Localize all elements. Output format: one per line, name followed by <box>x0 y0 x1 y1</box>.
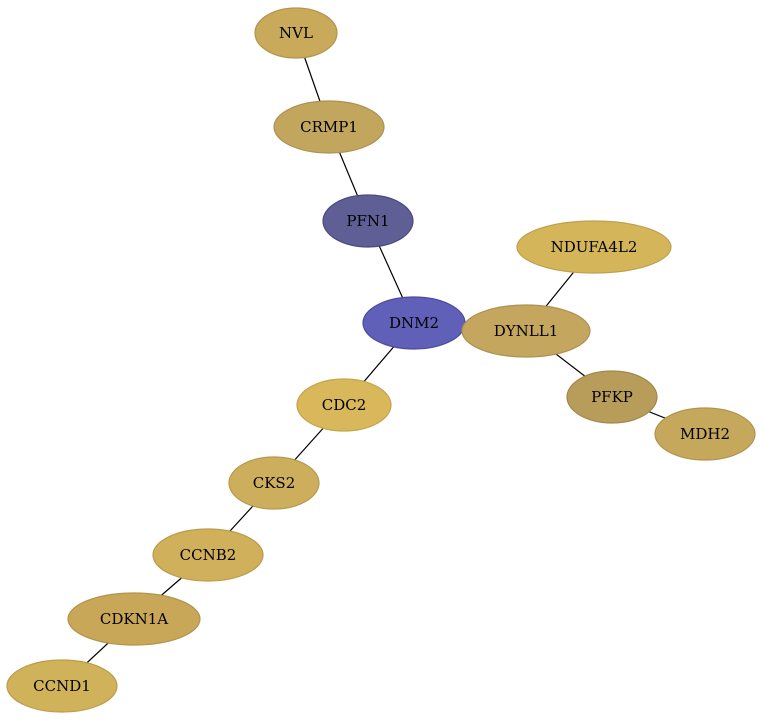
node-ellipse-pfkp[interactable] <box>566 370 658 424</box>
node-pfn1[interactable]: PFN1 <box>322 194 414 248</box>
node-ellipse-crmp1[interactable] <box>273 100 385 154</box>
node-nvl[interactable]: NVL <box>254 7 338 59</box>
node-label-nvl: NVL <box>279 24 313 42</box>
node-ellipse-cdkn1a[interactable] <box>67 592 201 646</box>
node-pfkp[interactable]: PFKP <box>566 370 658 424</box>
node-ccnd1[interactable]: CCND1 <box>6 659 118 713</box>
node-cdc2[interactable]: CDC2 <box>296 378 392 432</box>
node-label-dynll1: DYNLL1 <box>494 322 559 340</box>
node-dnm2[interactable]: DNM2 <box>362 296 466 350</box>
node-ellipse-ccnd1[interactable] <box>6 659 118 713</box>
node-ccnb2[interactable]: CCNB2 <box>152 528 264 582</box>
node-cdkn1a[interactable]: CDKN1A <box>67 592 201 646</box>
node-label-cdkn1a: CDKN1A <box>100 610 168 628</box>
node-label-ndufa4l2: NDUFA4L2 <box>551 238 638 256</box>
node-ellipse-pfn1[interactable] <box>322 194 414 248</box>
node-cks2[interactable]: CKS2 <box>228 456 320 510</box>
node-label-ccnb2: CCNB2 <box>180 546 237 564</box>
node-ellipse-dynll1[interactable] <box>461 304 591 358</box>
node-label-mdh2: MDH2 <box>680 425 730 443</box>
node-mdh2[interactable]: MDH2 <box>654 407 756 461</box>
node-ellipse-mdh2[interactable] <box>654 407 756 461</box>
node-ellipse-ccnb2[interactable] <box>152 528 264 582</box>
node-label-ccnd1: CCND1 <box>33 677 91 695</box>
node-crmp1[interactable]: CRMP1 <box>273 100 385 154</box>
node-label-dnm2: DNM2 <box>389 314 439 332</box>
node-label-pfkp: PFKP <box>591 388 633 406</box>
node-label-crmp1: CRMP1 <box>300 118 358 136</box>
node-ellipse-ndufa4l2[interactable] <box>516 220 672 274</box>
node-label-cdc2: CDC2 <box>322 396 367 414</box>
node-label-cks2: CKS2 <box>253 474 296 492</box>
node-ellipse-nvl[interactable] <box>254 7 338 59</box>
node-ellipse-cks2[interactable] <box>228 456 320 510</box>
node-ellipse-cdc2[interactable] <box>296 378 392 432</box>
node-label-pfn1: PFN1 <box>346 212 389 230</box>
node-ndufa4l2[interactable]: NDUFA4L2 <box>516 220 672 274</box>
node-dynll1[interactable]: DYNLL1 <box>461 304 591 358</box>
